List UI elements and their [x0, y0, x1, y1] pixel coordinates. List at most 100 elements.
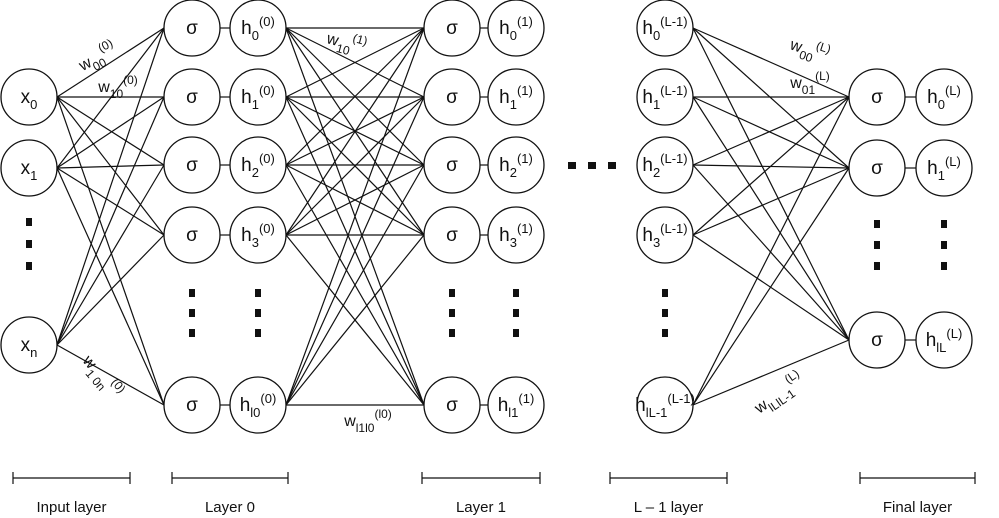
- input-node: xn: [0, 316, 58, 374]
- node-circle: [0, 68, 58, 126]
- label-superscript: (L): [814, 39, 832, 57]
- ellipsis-dot: [513, 329, 519, 337]
- sigma-label: σ: [871, 87, 883, 108]
- connection-edge: [56, 96, 165, 346]
- label-base: w: [97, 79, 110, 96]
- hidden-node: h3(L-1): [636, 206, 694, 264]
- node-label: h1(L): [927, 154, 961, 183]
- label-subscript: 10: [335, 41, 352, 58]
- label-superscript: (L): [946, 326, 962, 341]
- label-subscript: 0: [510, 28, 517, 43]
- ellipsis-dot: [941, 220, 947, 228]
- node-circle: [163, 376, 221, 434]
- connection-edge: [56, 27, 165, 98]
- connection-edge: [285, 96, 425, 236]
- connection-edge: [285, 164, 425, 236]
- node-label: xn: [21, 335, 38, 360]
- hidden-node: h0(0): [229, 0, 287, 57]
- label-superscript: (L-1): [660, 14, 687, 29]
- label-subscript: 3: [252, 235, 259, 250]
- connection-edge: [692, 339, 850, 406]
- ellipses: [26, 162, 947, 337]
- sigma-node: σ: [163, 68, 221, 126]
- connection-edge: [692, 27, 850, 341]
- node-circle: [229, 206, 287, 264]
- hidden-node: h3(1): [487, 206, 545, 264]
- hidden-node: h1(1): [487, 68, 545, 126]
- layer-caption: Input layer: [36, 499, 106, 516]
- sigma-label: σ: [186, 225, 198, 246]
- ellipsis-dot: [449, 289, 455, 297]
- connection-edge: [56, 167, 165, 406]
- node-label: w00(L): [785, 31, 832, 70]
- node-circle: [423, 68, 481, 126]
- label-subscript: 1: [30, 168, 37, 183]
- node-label: h0(L): [927, 83, 961, 112]
- node-circle: [163, 136, 221, 194]
- label-base: w: [789, 75, 802, 92]
- hidden-node: h2(L-1): [636, 136, 694, 194]
- connection-edge: [285, 27, 425, 98]
- sigma-node: σ: [848, 139, 906, 197]
- sigma-node: σ: [163, 206, 221, 264]
- label-subscript: 1: [938, 168, 945, 183]
- label-superscript: (0): [260, 391, 276, 406]
- weight-label: w01(L): [789, 69, 830, 97]
- label-superscript: (0): [259, 221, 275, 236]
- sigma-label: σ: [186, 395, 198, 416]
- node-circle: [636, 0, 694, 57]
- sigma-label: σ: [446, 395, 458, 416]
- label-superscript: (L): [945, 83, 961, 98]
- input-node: x0: [0, 68, 58, 126]
- hidden-node: hl0(0): [229, 376, 287, 434]
- connection-edge: [692, 164, 850, 341]
- hidden-node: h0(1): [487, 0, 545, 57]
- node-circle: [915, 68, 973, 126]
- hidden-node: h1(0): [229, 68, 287, 126]
- node-label: wlLlL-1(L): [748, 366, 810, 421]
- node-label: h2(1): [499, 151, 533, 180]
- label-superscript: (0): [96, 36, 116, 55]
- node-circle: [915, 139, 973, 197]
- output-node: h0(L): [915, 68, 973, 126]
- ellipsis-dot: [26, 240, 32, 248]
- node-label: w1 0n(0): [75, 348, 129, 405]
- node-circle: [229, 376, 287, 434]
- label-superscript: (1): [517, 151, 533, 166]
- label-base: w: [324, 30, 341, 50]
- label-superscript: (1): [517, 14, 533, 29]
- sigma-label: σ: [186, 18, 198, 39]
- connection-edge: [56, 27, 165, 169]
- label-subscript: 10: [110, 87, 124, 101]
- node-circle: [636, 68, 694, 126]
- label-superscript: (0): [259, 14, 275, 29]
- node-circle: [848, 68, 906, 126]
- node-label: h2(L-1): [642, 151, 687, 180]
- ellipsis-dot: [941, 262, 947, 270]
- label-subscript: l0: [250, 405, 260, 420]
- caption-input: Input layer: [12, 472, 131, 516]
- node-circle: [163, 0, 221, 57]
- ellipsis-dot: [449, 309, 455, 317]
- node-circle: [636, 376, 694, 434]
- sigma-node: σ: [423, 206, 481, 264]
- ellipsis-dot: [189, 329, 195, 337]
- node-label: w10(0): [97, 73, 138, 101]
- hidden-node: h3(0): [229, 206, 287, 264]
- hidden-node: h0(L-1): [636, 0, 694, 57]
- hidden-node: h2(1): [487, 136, 545, 194]
- node-label: h3(0): [241, 221, 275, 250]
- label-base: h: [927, 87, 938, 108]
- label-subscript: 2: [252, 165, 259, 180]
- connection-edge: [692, 96, 850, 406]
- label-superscript: (L-1): [660, 221, 687, 236]
- connection-edge: [692, 96, 850, 166]
- node-label: h0(0): [241, 14, 275, 43]
- node-label: hl0(0): [240, 391, 277, 420]
- label-subscript: 0: [938, 97, 945, 112]
- sigma-node: σ: [423, 0, 481, 57]
- connection-edge: [285, 27, 425, 166]
- connection-edge: [692, 96, 850, 236]
- caption-layer_l_minus_1: L – 1 layer: [609, 472, 728, 516]
